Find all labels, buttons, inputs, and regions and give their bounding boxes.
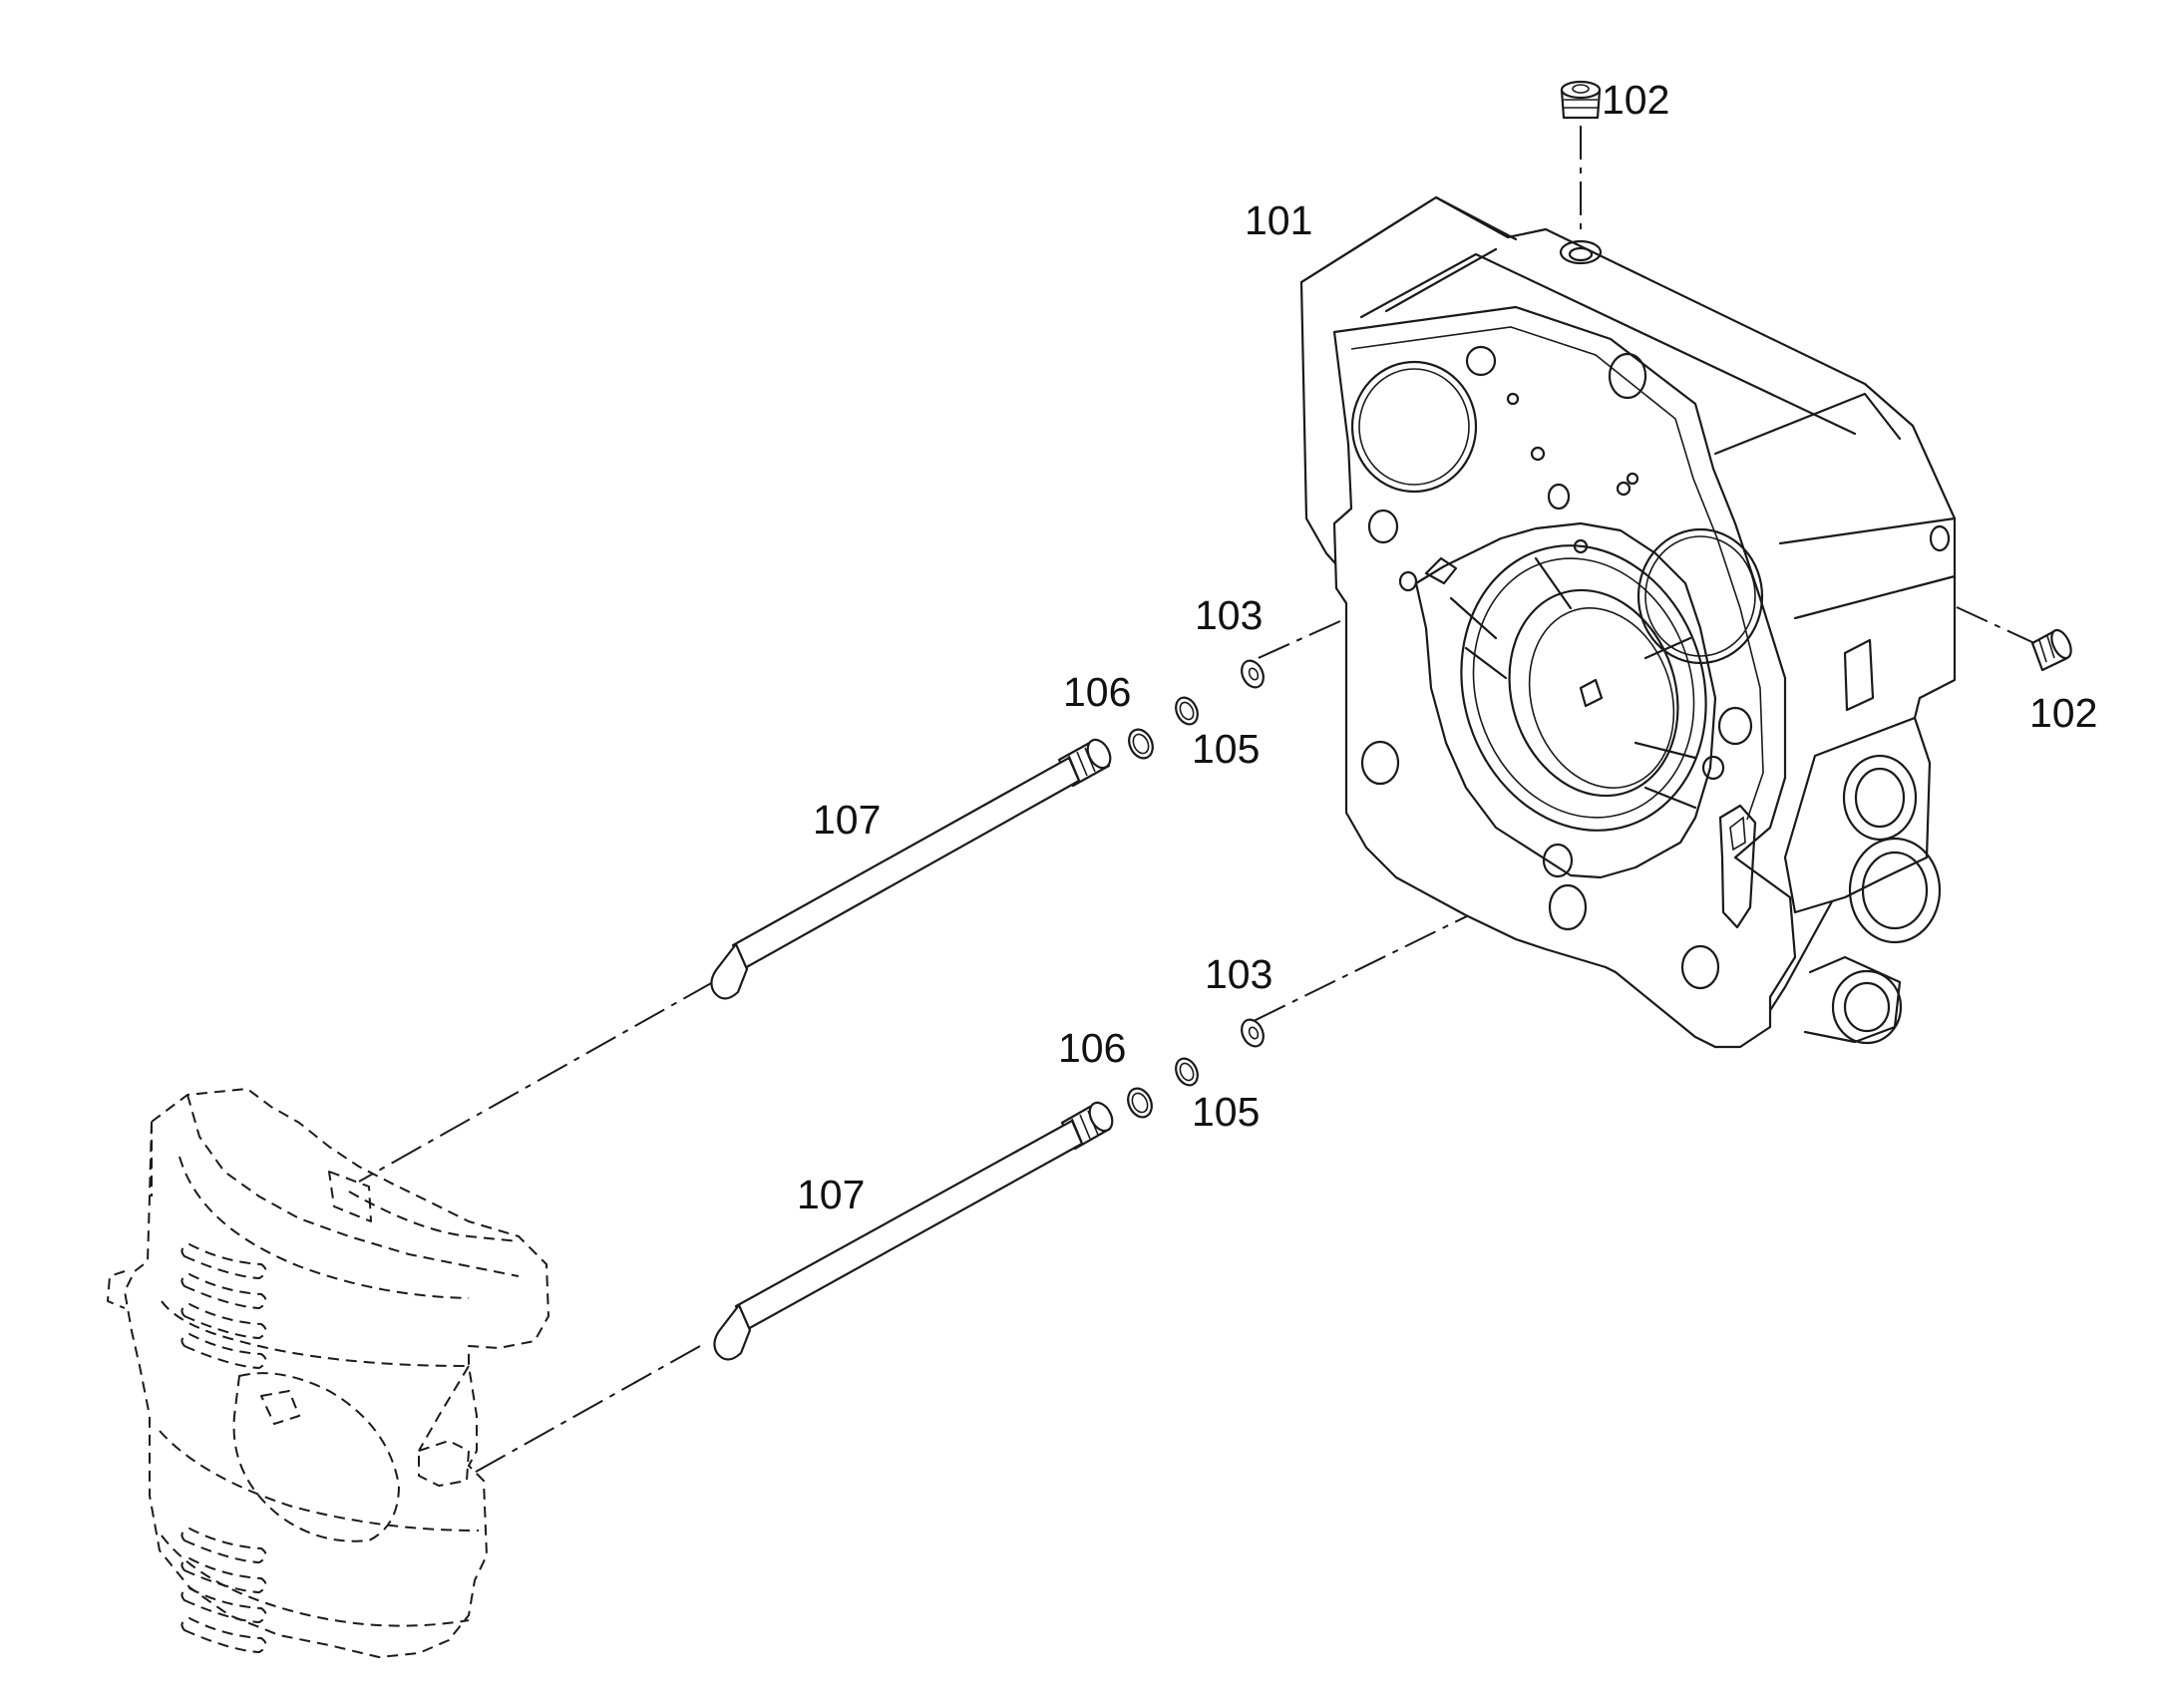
ring-106-lower: [1127, 1087, 1153, 1119]
label-101: 101: [1245, 197, 1312, 243]
label-105-lower: 105: [1192, 1089, 1260, 1135]
ring-105-lower: [1175, 1057, 1199, 1087]
label-102-top: 102: [1602, 77, 1669, 123]
plug-side-102: [2030, 628, 2072, 672]
plug-top-102: [1560, 80, 1602, 120]
shaft-107-lower: [713, 1101, 1114, 1361]
label-107-upper: 107: [813, 797, 881, 843]
label-107-lower: 107: [797, 1172, 865, 1217]
label-106-upper: 106: [1063, 669, 1131, 715]
housing-101: [1299, 195, 1957, 1049]
label-105-upper: 105: [1192, 726, 1260, 772]
ring-106-upper: [1128, 728, 1154, 760]
ring-105-upper: [1175, 696, 1199, 726]
label-103-upper: 103: [1195, 592, 1263, 638]
shaft-107-upper: [710, 738, 1112, 1000]
label-106-lower: 106: [1058, 1025, 1126, 1071]
mating-housing-phantom: [107, 1088, 549, 1658]
label-102-side: 102: [2029, 690, 2097, 736]
washer-103-lower: [1241, 1018, 1265, 1048]
label-103-lower: 103: [1205, 951, 1272, 997]
callout-labels: 101 102 102 103 105 106 107 103 105 106 …: [797, 77, 2097, 1217]
washer-103-upper: [1241, 659, 1265, 689]
